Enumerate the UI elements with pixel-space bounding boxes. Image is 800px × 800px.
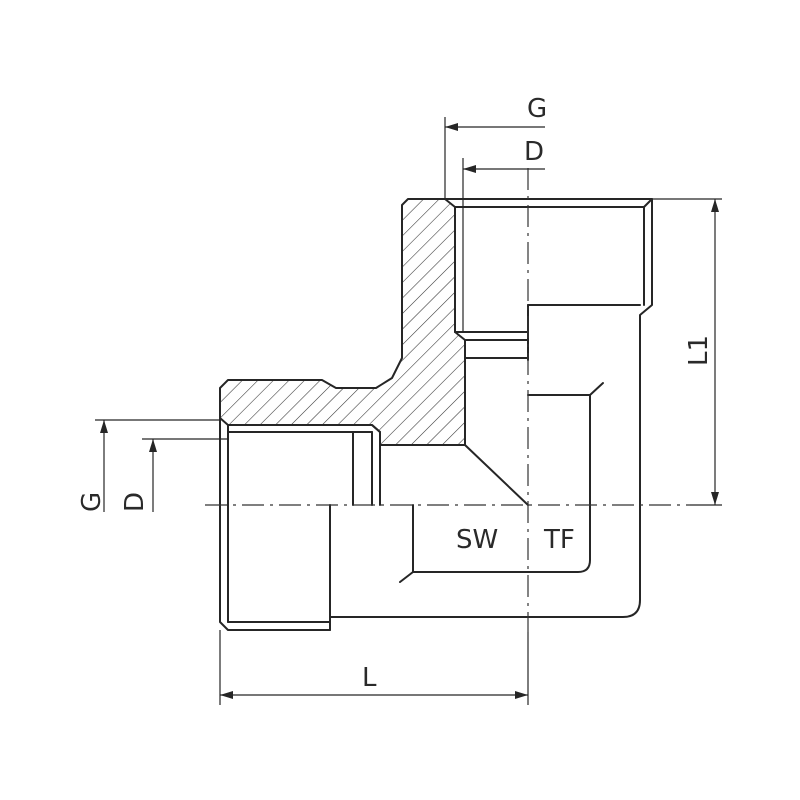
l1-label: L1 [684,335,714,366]
left-d-label: D [120,492,150,512]
top-d-dimension: D [462,137,545,332]
vertical-branch [329,198,653,618]
top-g-dimension: G [444,94,547,199]
top-g-label: G [527,94,547,124]
sw-label: SW [456,525,498,555]
top-d-label: D [524,137,544,167]
section-hatch [219,198,466,446]
left-d-dimension: D [120,438,228,512]
l1-dimension: L1 [652,198,722,506]
horizontal-branch [219,417,381,631]
internal-bore [399,382,604,583]
tf-label: TF [543,525,575,555]
l-label: L [362,663,377,693]
left-g-label: G [77,492,107,512]
left-g-dimension: G [77,419,220,512]
l-dimension: L [219,630,529,705]
